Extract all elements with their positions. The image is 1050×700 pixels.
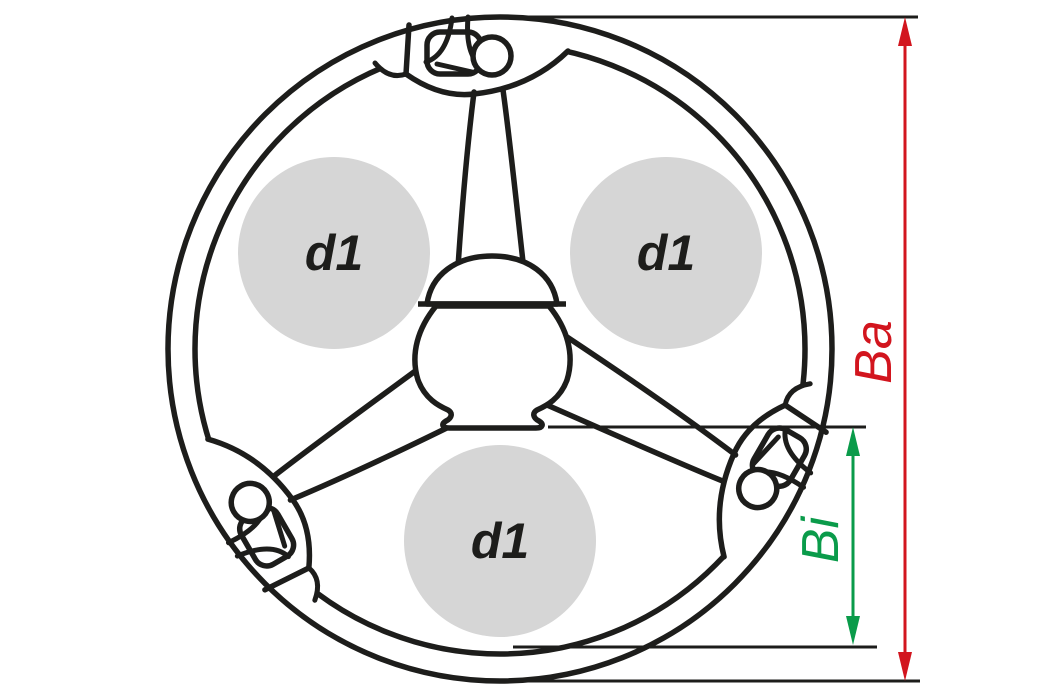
extension-lines [470, 15, 920, 683]
bore-fill [404, 445, 596, 637]
ba-arrow-up-icon [898, 17, 912, 46]
hub-dome [424, 253, 560, 307]
bi-arrow-down-icon [846, 616, 860, 645]
hub [412, 253, 573, 431]
bore-fill [238, 157, 430, 349]
bore-circle-top-right: d1 [570, 157, 762, 349]
bore-label: d1 [471, 513, 529, 569]
dimension-ba: Ba [845, 17, 912, 681]
bore-circle-top-left: d1 [238, 157, 430, 349]
bore-circle-bottom: d1 [404, 445, 596, 637]
bore-label: d1 [637, 225, 695, 281]
bi-arrow-up-icon [846, 427, 860, 456]
dimension-bi: Bi [792, 427, 860, 645]
bore-fill [570, 157, 762, 349]
bore-label: d1 [305, 225, 363, 281]
ba-label: Ba [845, 320, 903, 384]
bi-label: Bi [792, 515, 850, 563]
hub-ball [412, 303, 573, 431]
ba-arrow-down-icon [898, 652, 912, 681]
